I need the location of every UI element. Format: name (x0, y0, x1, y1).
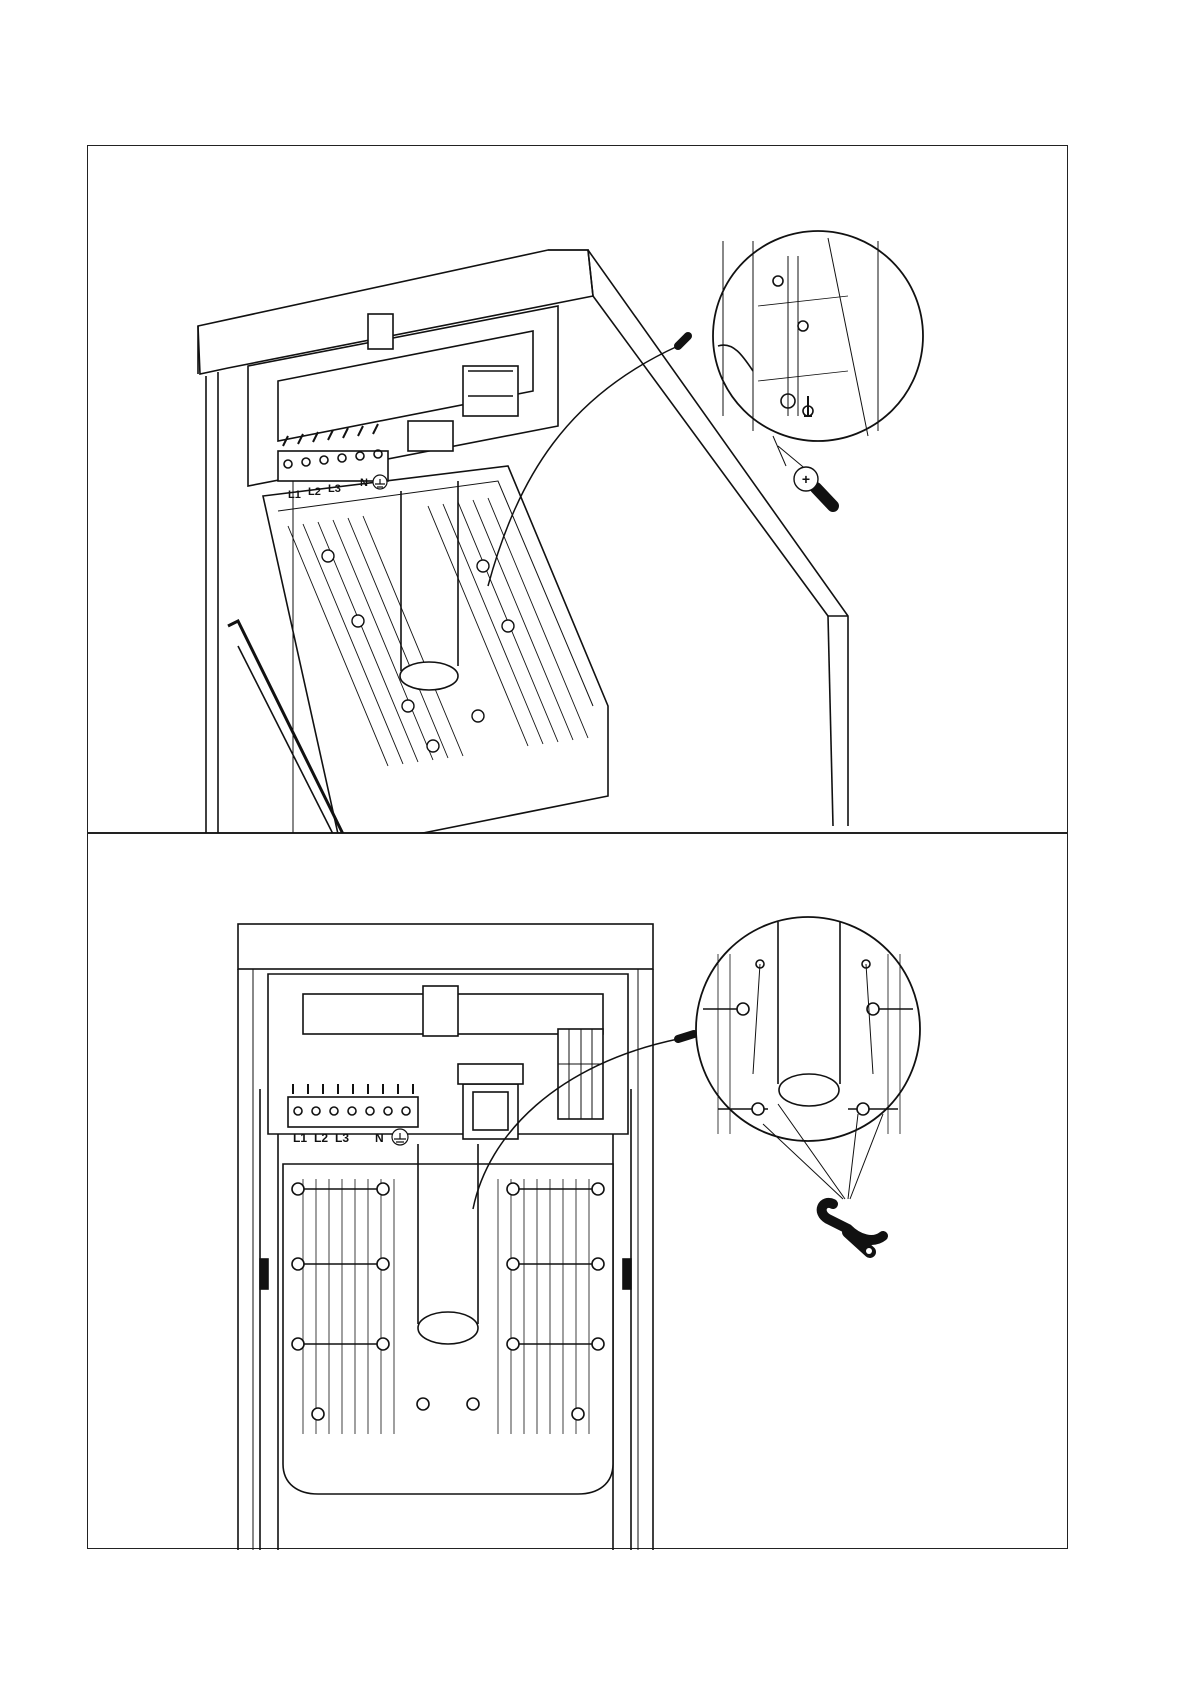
terminal-label-n: N (360, 477, 368, 489)
ground-symbol (373, 475, 387, 489)
heater-diagram-front: L1 L2 L3 N (88, 834, 1069, 1550)
terminal-label-l3: L3 (335, 1131, 349, 1145)
detail-callout-bottom (696, 917, 920, 1141)
detail-callout-top (713, 231, 923, 441)
heater-diagram-angled: + L1 L2 L3 N (88, 146, 1069, 834)
figure-panel-bottom: L1 L2 L3 N (87, 833, 1068, 1549)
terminal-label-l2: L2 (314, 1131, 328, 1145)
center-tube (400, 481, 458, 690)
terminal-label-n: N (375, 1131, 384, 1145)
wrench-icon (822, 1203, 883, 1254)
terminal-label-l1: L1 (293, 1131, 307, 1145)
phillips-symbol: + (802, 471, 810, 487)
terminal-label-l2: L2 (308, 486, 321, 498)
terminal-label-l1: L1 (288, 489, 301, 501)
figure-panel-top: + L1 L2 L3 N (87, 145, 1068, 833)
terminal-label-l3: L3 (328, 483, 341, 495)
terminal-block (288, 1084, 418, 1127)
ground-symbol (392, 1129, 408, 1145)
